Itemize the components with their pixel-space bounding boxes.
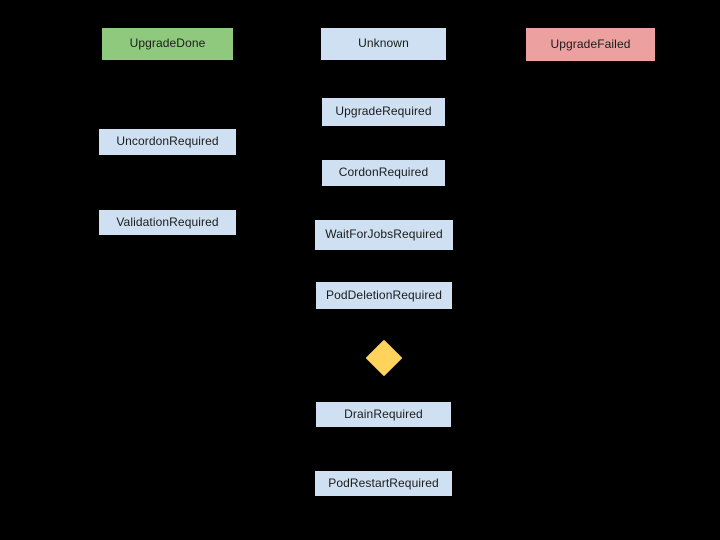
node-label: PodDeletionRequired [326,287,442,302]
node-wait-for-jobs-required[interactable]: WaitForJobsRequired [315,220,453,250]
node-label: UpgradeRequired [335,104,432,119]
node-label: DrainRequired [344,406,423,421]
node-unknown[interactable]: Unknown [321,28,446,60]
node-uncordon-required[interactable]: UncordonRequired [99,129,236,155]
node-pod-deletion-required[interactable]: PodDeletionRequired [316,282,452,309]
node-upgrade-failed[interactable]: UpgradeFailed [526,28,655,61]
node-label: CordonRequired [338,165,429,180]
node-label: UpgradeFailed [550,36,631,51]
node-label: PodRestartRequired [328,475,439,490]
decision-diamond-node[interactable] [365,339,403,377]
node-drain-required[interactable]: DrainRequired [316,402,451,427]
node-label: Unknown [358,36,409,51]
node-label: UpgradeDone [129,36,206,51]
node-label: ValidationRequired [116,214,219,229]
node-pod-restart-required[interactable]: PodRestartRequired [315,471,452,496]
diamond-icon [365,339,403,377]
node-label: UncordonRequired [116,134,219,149]
node-validation-required[interactable]: ValidationRequired [99,210,236,235]
node-upgrade-required[interactable]: UpgradeRequired [322,98,445,126]
node-cordon-required[interactable]: CordonRequired [322,160,445,186]
node-label: WaitForJobsRequired [325,227,443,242]
node-upgrade-done[interactable]: UpgradeDone [102,28,233,60]
